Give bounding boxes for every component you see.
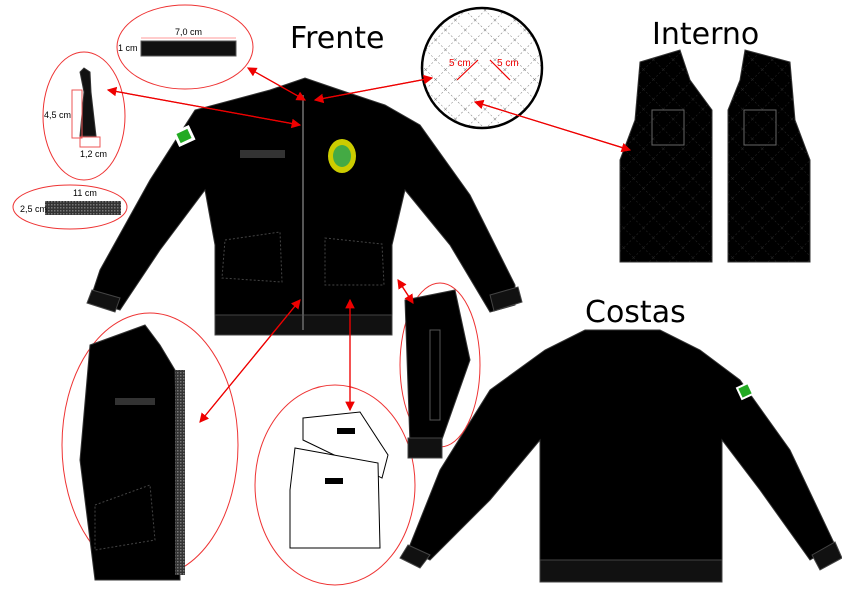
zipper-pull-width-label: 1,2 cm	[80, 149, 107, 159]
callout-arrows	[106, 67, 632, 423]
front-title: Frente	[290, 21, 384, 56]
side-view-callout	[61, 312, 239, 581]
back-jacket	[399, 329, 842, 583]
name-tag-height-label: 1 cm	[118, 43, 138, 53]
interior-title: Interno	[652, 17, 759, 52]
sleeve-pocket-callout	[399, 282, 481, 459]
pocket-callout	[254, 384, 416, 586]
name-tag-width-label: 7,0 cm	[175, 27, 202, 37]
velcro-width-label: 11 cm	[73, 188, 97, 198]
name-tag-callout: 7,0 cm 1 cm	[116, 4, 254, 90]
front-jacket	[86, 77, 523, 336]
velcro-height-label: 2,5 cm	[20, 204, 47, 214]
zipper-pull-icon	[79, 67, 97, 137]
quilt-spacing-left-label: 5 cm	[449, 58, 471, 69]
interior-lining	[619, 49, 811, 263]
back-title: Costas	[585, 295, 686, 330]
quilt-spacing-right-label: 5 cm	[497, 58, 519, 69]
velcro-callout: 11 cm 2,5 cm	[12, 184, 128, 230]
zipper-pull-callout: 4,5 cm 1,2 cm	[42, 51, 126, 181]
quilt-detail-callout: 5 cm 5 cm	[420, 6, 544, 130]
zipper-pull-height-label: 4,5 cm	[44, 110, 71, 120]
